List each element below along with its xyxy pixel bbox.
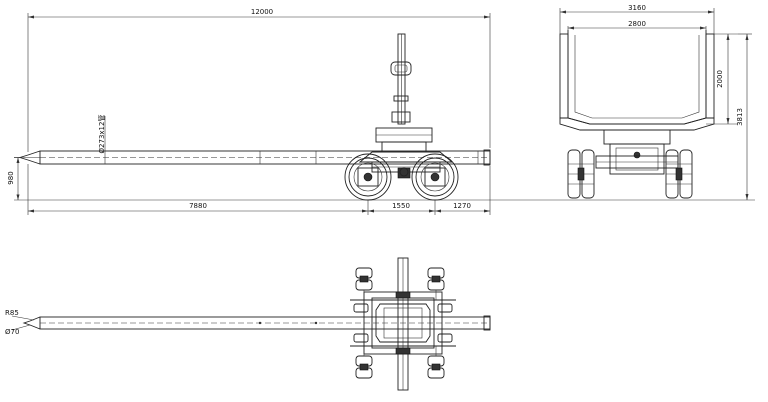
top-wheels-rear-left: [355, 346, 373, 379]
front-wheels-right: [665, 149, 693, 199]
dim-bottom-chain: [27, 164, 491, 215]
rear-wheel: [411, 153, 459, 201]
dim-beam-height-label: 980: [7, 171, 15, 184]
dim-overall-height: [738, 33, 752, 200]
dim-stake-height-label: 2000: [716, 70, 724, 88]
tube-size-label: Ø273x12管: [97, 115, 106, 154]
top-wheels-front-right: [427, 267, 445, 300]
dim-overall-width-label: 3160: [628, 4, 646, 12]
top-wheels-mid-left: [353, 303, 453, 343]
dim-beam-height: [14, 157, 22, 200]
top-wheels-front-left: [355, 267, 373, 300]
top-bogie: [350, 291, 456, 355]
side-view: 12000 7880 1550 1270 980 Ø273x12: [7, 8, 755, 215]
top-wheels-rear-right: [427, 346, 445, 379]
dim-bed-width: [567, 26, 707, 31]
mast: [390, 33, 412, 125]
dim-overall-width: [559, 8, 715, 34]
diameter-label: Ø70: [5, 328, 19, 336]
dim-overall-length: [27, 13, 491, 152]
tube-beam: [14, 149, 491, 166]
front-view: 3160 2800 2000 3813: [559, 4, 752, 200]
dim-overall-height-label: 3813: [736, 108, 744, 126]
front-wheel: [344, 153, 392, 201]
top-beam: [11, 315, 491, 331]
dim-overall-length-label: 12000: [251, 8, 273, 16]
dim-stake-height: [706, 33, 738, 125]
dim-rear-overhang-label: 1270: [453, 202, 471, 210]
bed-frame: [559, 30, 715, 131]
dim-bed-width-label: 2800: [628, 20, 646, 28]
radius-label: R85: [5, 309, 19, 317]
bogie-frame: [358, 127, 454, 179]
front-wheels-left: [567, 149, 595, 199]
dim-wheelbase-label: 1550: [392, 202, 410, 210]
top-view: R85 Ø70: [5, 257, 491, 391]
dim-front-section-label: 7880: [189, 202, 207, 210]
